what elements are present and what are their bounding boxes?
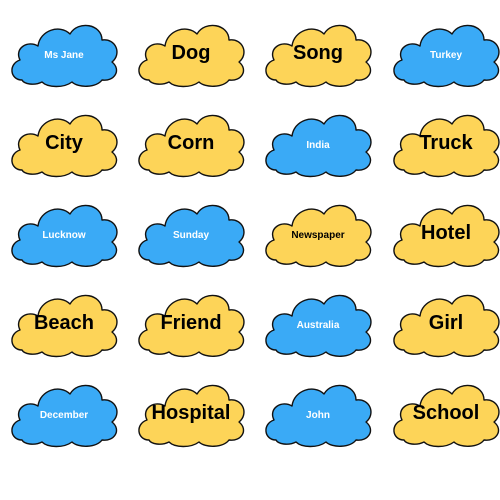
cloud-shape bbox=[138, 384, 245, 448]
cloud-shape bbox=[138, 24, 245, 88]
word-cloud-city: City bbox=[8, 104, 120, 182]
word-label: December bbox=[39, 410, 89, 421]
word-label: Sunday bbox=[172, 230, 210, 241]
word-cloud-corn: Corn bbox=[135, 104, 247, 182]
cloud-shape bbox=[265, 114, 372, 178]
word-cloud-school: School bbox=[390, 374, 500, 452]
word-label: Beach bbox=[33, 312, 95, 334]
cloud-shape bbox=[393, 114, 500, 178]
word-label: Turkey bbox=[429, 50, 463, 61]
word-label: Girl bbox=[428, 312, 464, 334]
word-label: City bbox=[45, 132, 83, 154]
cloud-shape bbox=[11, 204, 118, 268]
word-cloud-newspaper: Newspaper bbox=[262, 194, 374, 272]
word-cloud-india: India bbox=[262, 104, 374, 182]
word-cloud-sunday: Sunday bbox=[135, 194, 247, 272]
word-label: Australia bbox=[296, 320, 340, 331]
cloud-shape bbox=[265, 24, 372, 88]
word-label: India bbox=[306, 140, 330, 151]
word-cloud-lucknow: Lucknow bbox=[8, 194, 120, 272]
word-cloud-john: John bbox=[262, 374, 374, 452]
word-cloud-truck: Truck bbox=[390, 104, 500, 182]
cloud-shape bbox=[393, 384, 500, 448]
cloud-shape bbox=[138, 114, 245, 178]
cloud-shape bbox=[393, 204, 500, 268]
cloud-shape bbox=[265, 204, 372, 268]
word-label: Newspaper bbox=[291, 230, 345, 241]
word-label: School bbox=[412, 402, 480, 424]
cloud-shape bbox=[265, 384, 372, 448]
cloud-shape bbox=[393, 294, 500, 358]
cloud-shape bbox=[138, 294, 245, 358]
cloud-shape bbox=[11, 24, 118, 88]
cloud-shape bbox=[265, 294, 372, 358]
word-label: Friend bbox=[160, 312, 222, 334]
word-label: Song bbox=[293, 42, 343, 64]
cloud-shape bbox=[393, 24, 500, 88]
word-cloud-december: December bbox=[8, 374, 120, 452]
word-cloud-dog: Dog bbox=[135, 14, 247, 92]
word-cloud-girl: Girl bbox=[390, 284, 500, 362]
cloud-shape bbox=[11, 384, 118, 448]
word-label: Corn bbox=[167, 132, 215, 154]
word-label: Hotel bbox=[421, 222, 471, 244]
cloud-shape bbox=[11, 114, 118, 178]
word-cloud-hotel: Hotel bbox=[390, 194, 500, 272]
word-cloud-australia: Australia bbox=[262, 284, 374, 362]
word-label: John bbox=[306, 410, 330, 421]
word-cloud-hospital: Hospital bbox=[135, 374, 247, 452]
word-cloud-turkey: Turkey bbox=[390, 14, 500, 92]
word-label: Hospital bbox=[151, 402, 231, 424]
cloud-shape bbox=[11, 294, 118, 358]
word-label: Ms Jane bbox=[44, 50, 84, 61]
word-label: Dog bbox=[171, 42, 211, 64]
word-cloud-song: Song bbox=[262, 14, 374, 92]
word-label: Lucknow bbox=[42, 230, 86, 241]
word-cloud-ms-jane: Ms Jane bbox=[8, 14, 120, 92]
word-label: Truck bbox=[419, 132, 473, 154]
word-cloud-beach: Beach bbox=[8, 284, 120, 362]
word-cloud-friend: Friend bbox=[135, 284, 247, 362]
cloud-shape bbox=[138, 204, 245, 268]
